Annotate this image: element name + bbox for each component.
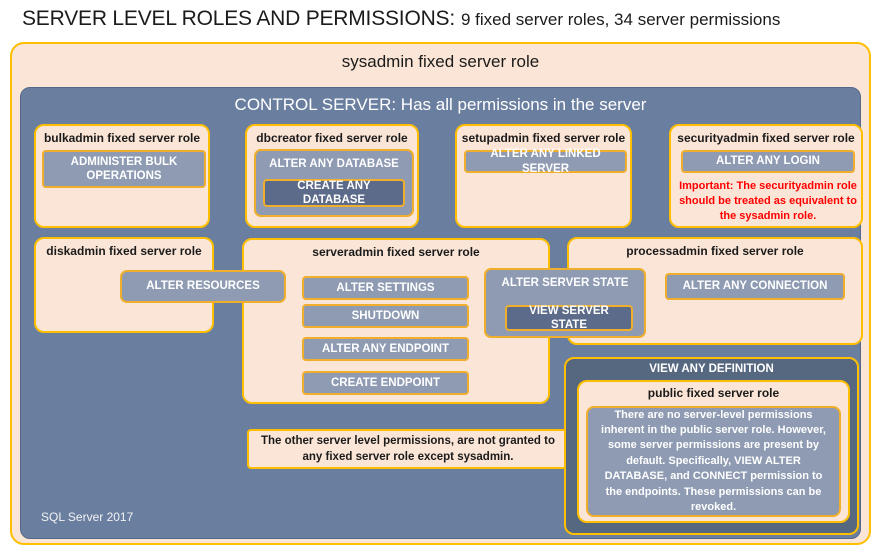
securityadmin-role-box: securityadmin fixed server role ALTER AN…	[669, 124, 863, 228]
permission-shutdown: SHUTDOWN	[302, 304, 469, 328]
control-server-box: CONTROL SERVER: Has all permissions in t…	[20, 87, 863, 539]
permission-alter-any-connection: ALTER ANY CONNECTION	[665, 273, 845, 300]
serveradmin-role-label: serveradmin fixed server role	[312, 245, 480, 259]
view-any-definition-box: VIEW ANY DEFINITION public fixed server …	[564, 357, 859, 535]
permission-alter-any-linked-server: ALTER ANY LINKED SERVER	[464, 148, 627, 175]
control-server-title: CONTROL SERVER: Has all permissions in t…	[234, 95, 647, 114]
bulkadmin-role-label: bulkadmin fixed server role	[43, 131, 201, 145]
dbcreator-role-box: dbcreator fixed server role ALTER ANY DA…	[245, 124, 419, 228]
bulkadmin-role-box: bulkadmin fixed server role ADMINISTER B…	[34, 124, 210, 228]
dbcreator-role-label: dbcreator fixed server role	[256, 131, 408, 145]
permission-view-server-state: VIEW SERVER STATE	[505, 305, 633, 331]
processadmin-role-label: processadmin fixed server role	[626, 244, 804, 258]
permission-alter-any-endpoint: ALTER ANY ENDPOINT	[302, 337, 469, 361]
view-any-definition-label: VIEW ANY DEFINITION	[649, 363, 774, 375]
public-role-box: public fixed server role There are no se…	[577, 380, 850, 523]
securityadmin-warning-text: Important: The securityadmin role should…	[679, 180, 857, 222]
sysadmin-role-label: sysadmin fixed server role	[341, 52, 540, 71]
setupadmin-role-label: setupadmin fixed server role	[461, 131, 626, 145]
page-title-sub: 9 fixed server roles, 34 server permissi…	[461, 10, 781, 29]
permission-alter-any-login: ALTER ANY LOGIN	[681, 150, 855, 173]
setupadmin-role-box: setupadmin fixed server role ALTER ANY L…	[455, 124, 632, 228]
diskadmin-role-label: diskadmin fixed server role	[46, 244, 202, 258]
permission-create-any-database: CREATE ANY DATABASE	[263, 179, 405, 207]
public-role-label: public fixed server role	[647, 386, 780, 400]
page-title-main: SERVER LEVEL ROLES AND PERMISSIONS:	[22, 7, 455, 30]
sql-server-version-label: SQL Server 2017	[41, 510, 134, 524]
permission-alter-resources: ALTER RESOURCES	[120, 270, 286, 303]
serveradmin-role-box: serveradmin fixed server role ALTER SETT…	[242, 238, 550, 404]
sysadmin-role-box: sysadmin fixed server role CONTROL SERVE…	[10, 42, 871, 545]
securityadmin-role-label: securityadmin fixed server role	[677, 131, 855, 145]
permission-alter-settings: ALTER SETTINGS	[302, 276, 469, 300]
permission-create-endpoint: CREATE ENDPOINT	[302, 371, 469, 395]
permission-alter-server-state-label: ALTER SERVER STATE	[501, 277, 629, 289]
public-role-note: There are no server-level permissions in…	[586, 406, 841, 517]
footnote-box: The other server level permissions, are …	[247, 429, 569, 469]
permission-alter-server-state: ALTER SERVER STATE VIEW SERVER STATE	[484, 268, 646, 338]
page-title: SERVER LEVEL ROLES AND PERMISSIONS: 9 fix…	[22, 7, 780, 31]
permission-administer-bulk-operations: ADMINISTER BULK OPERATIONS	[42, 150, 206, 188]
